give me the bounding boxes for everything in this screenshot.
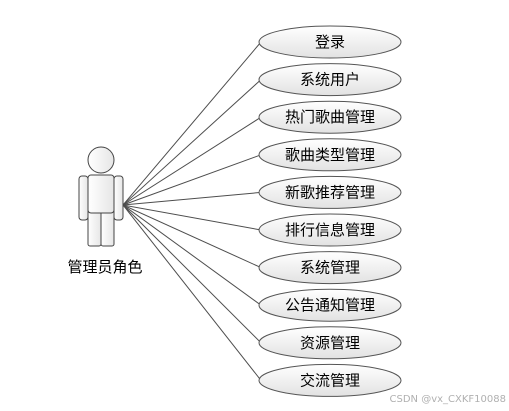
use-case: 新歌推荐管理 — [258, 175, 402, 209]
use-case: 公告通知管理 — [258, 288, 402, 322]
actor-right-leg — [100, 207, 115, 247]
use-case-ellipse — [258, 25, 402, 59]
use-case-ellipse — [258, 63, 402, 97]
actor-head — [87, 146, 115, 174]
actor-left-leg — [87, 207, 102, 247]
use-case-label: 交流管理 — [300, 371, 360, 389]
use-case-label: 资源管理 — [300, 334, 360, 352]
use-case-label: 新歌推荐管理 — [285, 183, 375, 201]
association-line — [122, 191, 262, 206]
use-case-ellipse — [258, 288, 402, 322]
use-case-label: 热门歌曲管理 — [285, 108, 375, 126]
association-line — [122, 204, 262, 306]
use-case: 热门歌曲管理 — [258, 100, 402, 134]
association-line — [122, 204, 262, 231]
use-case: 系统管理 — [258, 251, 402, 285]
use-case-ellipse — [258, 138, 402, 172]
use-case-label: 登录 — [315, 33, 345, 51]
actor-right-arm — [113, 175, 124, 221]
association-line — [122, 204, 262, 269]
use-case-label: 系统管理 — [300, 259, 360, 277]
use-case-ellipse — [258, 175, 402, 209]
use-case: 系统用户 — [258, 63, 402, 97]
use-case: 交流管理 — [258, 363, 402, 397]
actor-body — [87, 174, 115, 214]
association-line — [122, 204, 262, 344]
use-case-ellipse — [258, 251, 402, 285]
actor-label: 管理员角色 — [67, 258, 142, 276]
association-line — [122, 204, 262, 381]
actor-left-arm — [78, 175, 89, 221]
use-case-label: 公告通知管理 — [285, 296, 375, 314]
use-case-ellipse — [258, 100, 402, 134]
use-case-ellipse — [258, 363, 402, 397]
use-case-label: 歌曲类型管理 — [285, 146, 375, 164]
use-case-ellipse — [258, 213, 402, 247]
use-case-ellipse — [258, 326, 402, 360]
use-case: 资源管理 — [258, 326, 402, 360]
use-case: 登录 — [258, 25, 402, 59]
use-case-label: 系统用户 — [300, 71, 360, 89]
association-lines — [122, 41, 262, 381]
use-case: 排行信息管理 — [258, 213, 402, 247]
association-line — [122, 41, 262, 206]
association-line — [122, 79, 262, 206]
use-case: 歌曲类型管理 — [258, 138, 402, 172]
admin-actor: 管理员角色 — [67, 146, 143, 276]
watermark: CSDN @vx_CXKF10088 — [390, 394, 506, 405]
association-line — [122, 116, 262, 206]
association-line — [122, 154, 262, 206]
use-case-list: 登录系统用户热门歌曲管理歌曲类型管理新歌推荐管理排行信息管理系统管理公告通知管理… — [258, 25, 402, 397]
use-case-label: 排行信息管理 — [285, 221, 375, 239]
